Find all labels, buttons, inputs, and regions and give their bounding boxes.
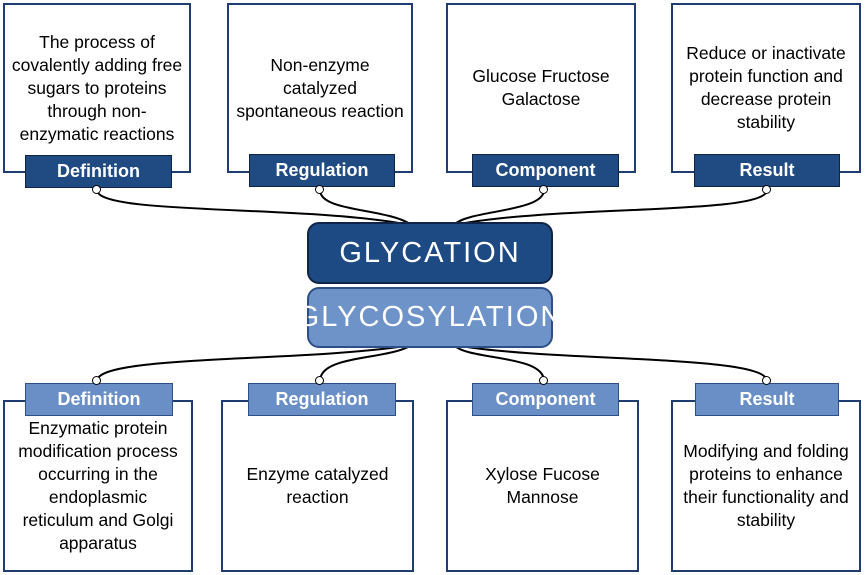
glycosylation-title: GLYCOSYLATION xyxy=(297,287,561,348)
glycation-component-text: Glucose Fructose Galactose xyxy=(472,66,610,109)
glycosylation-definition-text: Enzymatic protein modification process o… xyxy=(18,418,178,553)
glycosylation-regulation-dot xyxy=(315,376,324,385)
glycation-definition-label: Definition xyxy=(25,155,172,188)
glycation-regulation-label: Regulation xyxy=(249,154,395,187)
glycosylation-regulation-text: Enzyme catalyzed reaction xyxy=(246,464,389,507)
glycosylation-result-dot xyxy=(762,376,771,385)
glycation-component-dot xyxy=(539,185,548,194)
glycation-definition-text: The process of covalently adding free su… xyxy=(11,31,183,144)
glycation-title: GLYCATION xyxy=(307,222,553,284)
glycation-component-label: Component xyxy=(472,154,619,187)
glycosylation-regulation-card: Enzyme catalyzed reaction xyxy=(221,400,414,572)
connector-bottom-result xyxy=(459,345,768,382)
glycation-regulation-text: Non-enzyme catalyzed spontaneous reactio… xyxy=(236,54,404,121)
glycation-regulation-dot xyxy=(315,185,324,194)
glycosylation-result-text: Modifying and folding proteins to enhanc… xyxy=(683,441,849,530)
glycation-result-dot xyxy=(762,185,771,194)
glycosylation-component-label: Component xyxy=(472,383,619,416)
glycation-regulation-card: Non-enzyme catalyzed spontaneous reactio… xyxy=(227,3,413,173)
glycation-result-text: Reduce or inactivate protein function an… xyxy=(686,43,846,132)
glycosylation-definition-dot xyxy=(92,376,101,385)
glycosylation-definition-label: Definition xyxy=(25,383,173,416)
glycation-component-card: Glucose Fructose Galactose xyxy=(446,3,636,173)
glycation-definition-dot xyxy=(92,185,101,194)
connector-top-definition xyxy=(96,189,406,225)
glycosylation-component-text: Xylose Fucose Mannose xyxy=(485,464,600,507)
glycosylation-component-dot xyxy=(539,376,548,385)
connector-top-regulation xyxy=(319,189,411,225)
glycosylation-result-label: Result xyxy=(695,383,839,416)
glycation-definition-card: The process of covalently adding free su… xyxy=(3,3,191,173)
connector-bottom-component xyxy=(454,345,545,382)
glycosylation-definition-card: Enzymatic protein modification process o… xyxy=(3,400,193,572)
glycation-result-card: Reduce or inactivate protein function an… xyxy=(671,3,861,173)
glycosylation-component-card: Xylose Fucose Mannose xyxy=(446,400,639,572)
glycosylation-regulation-label: Regulation xyxy=(248,383,396,416)
connector-top-component xyxy=(454,189,545,225)
glycation-result-label: Result xyxy=(694,154,840,187)
glycosylation-result-card: Modifying and folding proteins to enhanc… xyxy=(671,400,861,572)
connector-bottom-definition xyxy=(96,345,406,382)
connector-top-result xyxy=(459,189,768,225)
connector-bottom-regulation xyxy=(319,345,411,382)
